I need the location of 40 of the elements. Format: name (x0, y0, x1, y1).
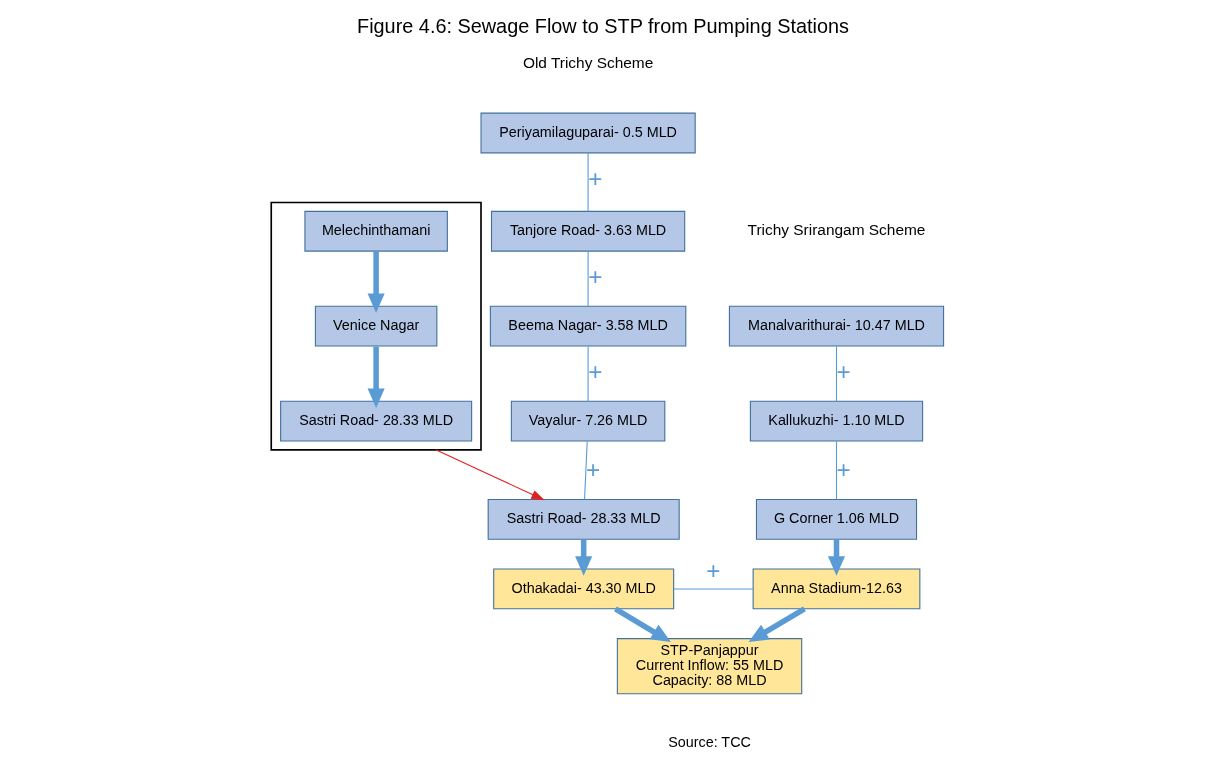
caption: Source: TCC (668, 734, 751, 751)
node-box: G Corner 1.06 MLD (755, 498, 918, 540)
connector (587, 152, 589, 212)
edge-label: + (836, 357, 851, 385)
edge-label: + (588, 357, 603, 385)
edge-label: + (585, 456, 601, 484)
node-box: Venice Nagar (314, 305, 438, 347)
node-box: Beema Nagar- 3.58 MLD (489, 305, 687, 347)
node-box: Periyamilaguparai- 0.5 MLD (480, 112, 696, 154)
node-box: Tanjore Road- 3.63 MLD (490, 210, 686, 252)
label: Trichy Srirangam Scheme (747, 221, 926, 239)
edge-label: + (706, 556, 721, 584)
arrow (614, 606, 671, 643)
cluster (270, 201, 482, 451)
arrow (748, 606, 806, 642)
node-box: Sastri Road- 28.33 MLD (487, 498, 680, 540)
arrow (435, 449, 545, 501)
arrow (367, 251, 385, 314)
arrow (367, 346, 385, 409)
node-box: Anna Stadium-12.63 (752, 568, 921, 610)
connector (587, 345, 589, 402)
connector (584, 440, 588, 500)
node-box: STP-Panjappur Current Inflow: 55 MLD Capacity: 88 MLD (616, 638, 803, 695)
node-box: Othakadai- 43.30 MLD (493, 568, 675, 610)
connector (835, 440, 838, 500)
arrow (575, 539, 593, 576)
node-box: Kallukuzhi- 1.10 MLD (749, 400, 924, 442)
edge-label: + (588, 262, 603, 290)
label: Old Trichy Scheme (522, 53, 654, 71)
connector (835, 345, 838, 402)
connector (587, 251, 589, 307)
connector (673, 588, 754, 590)
node-box: Sastri Road- 28.33 MLD (280, 400, 473, 442)
edge-label: + (836, 456, 851, 484)
edge-label: + (588, 164, 603, 192)
node-box: Melechinthamani (304, 210, 448, 252)
arrow (827, 539, 846, 576)
node-box: Manalvarithurai- 10.47 MLD (728, 305, 945, 347)
node-box: Vayalur- 7.26 MLD (510, 400, 666, 442)
diagram-title: Figure 4.6: Sewage Flow to STP from Pumping Stations (357, 14, 849, 37)
